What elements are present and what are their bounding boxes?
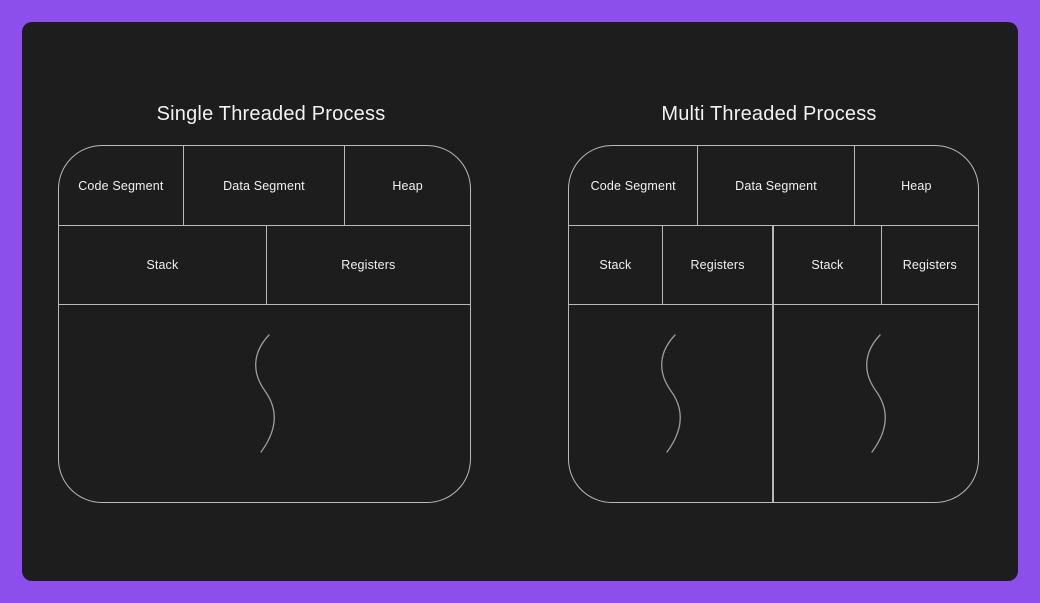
cell-label: Stack [599, 258, 632, 272]
cell-label: Stack [146, 258, 179, 272]
cell-data-segment: Data Segment [182, 146, 345, 225]
cell-heap: Heap [344, 146, 470, 225]
cell-stack-thread-1: Stack [569, 226, 662, 304]
single-threaded-process-title: Single Threaded Process [156, 103, 386, 125]
cell-label: Heap [901, 178, 932, 193]
cell-label: Registers [341, 258, 396, 272]
multi-threaded-process-diagram: Multi Threaded Process Code Segment Data… [520, 22, 1018, 581]
thread-squiggle-icon [254, 334, 275, 453]
cell-stack-thread-2: Stack [772, 226, 880, 304]
thread-lane-1 [569, 305, 772, 502]
memory-segments-row: Code Segment Data Segment Heap [569, 146, 978, 226]
thread-resources-row: Stack Registers Stack Registers [569, 226, 978, 305]
thread-squiggle-icon [660, 334, 681, 453]
cell-label: Stack [811, 258, 844, 272]
diagram-canvas: Single Threaded Process Code Segment Dat… [22, 22, 1018, 581]
cell-registers: Registers [265, 226, 470, 304]
cell-label: Data Segment [223, 178, 305, 193]
diagram-board: Single Threaded Process Code Segment Dat… [22, 22, 1018, 581]
cell-label: Registers [902, 258, 957, 272]
thread-execution-row [59, 305, 470, 502]
cell-registers-thread-2: Registers [880, 226, 978, 304]
multi-threaded-process-title: Multi Threaded Process [661, 103, 877, 125]
cell-label: Registers [690, 258, 745, 272]
thread-squiggle-icon [866, 334, 887, 453]
cell-heap: Heap [853, 146, 978, 225]
cell-code-segment: Code Segment [569, 146, 697, 225]
thread-resources-row: Stack Registers [59, 226, 470, 305]
cell-label: Data Segment [735, 178, 817, 193]
single-threaded-process-diagram: Single Threaded Process Code Segment Dat… [22, 22, 520, 581]
cell-code-segment: Code Segment [59, 146, 183, 225]
cell-label: Heap [392, 178, 423, 193]
memory-segments-row: Code Segment Data Segment Heap [59, 146, 470, 226]
cell-label: Code Segment [78, 178, 164, 193]
thread-execution-row [569, 305, 978, 502]
multi-threaded-process-box: Code Segment Data Segment Heap Stack Reg… [568, 145, 979, 503]
cell-data-segment: Data Segment [697, 146, 853, 225]
cell-registers-thread-1: Registers [661, 226, 772, 304]
single-threaded-process-box: Code Segment Data Segment Heap Stack Reg… [58, 145, 471, 503]
cell-stack: Stack [59, 226, 266, 304]
thread-lane-1 [59, 305, 470, 502]
thread-lane-2 [772, 305, 978, 502]
cell-label: Code Segment [590, 178, 676, 193]
